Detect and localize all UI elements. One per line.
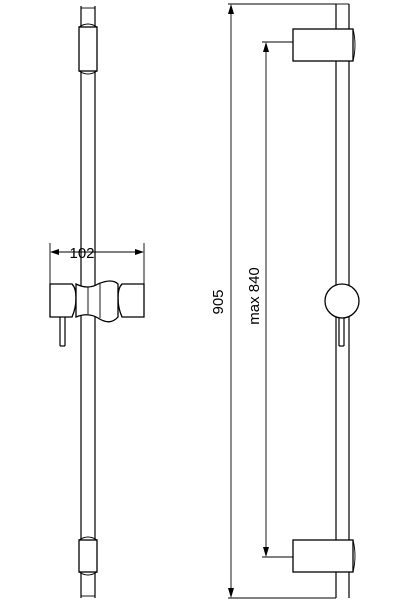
max-height-label: max 840 (246, 267, 263, 325)
side-bottom-bracket (292, 539, 356, 573)
total-height-label: 905 (210, 289, 227, 314)
max-height-dimension (262, 41, 293, 558)
front-slider-holder (49, 280, 145, 347)
total-height-dimension (228, 3, 336, 599)
front-view: 102 (49, 6, 145, 598)
side-slider-knob (324, 283, 360, 347)
front-top-end-cap (78, 7, 98, 75)
side-view (292, 3, 360, 598)
side-top-bracket (292, 28, 356, 62)
width-dimension (49, 243, 145, 284)
width-dimension-label: 102 (69, 245, 94, 262)
front-bottom-end-cap (78, 536, 98, 597)
